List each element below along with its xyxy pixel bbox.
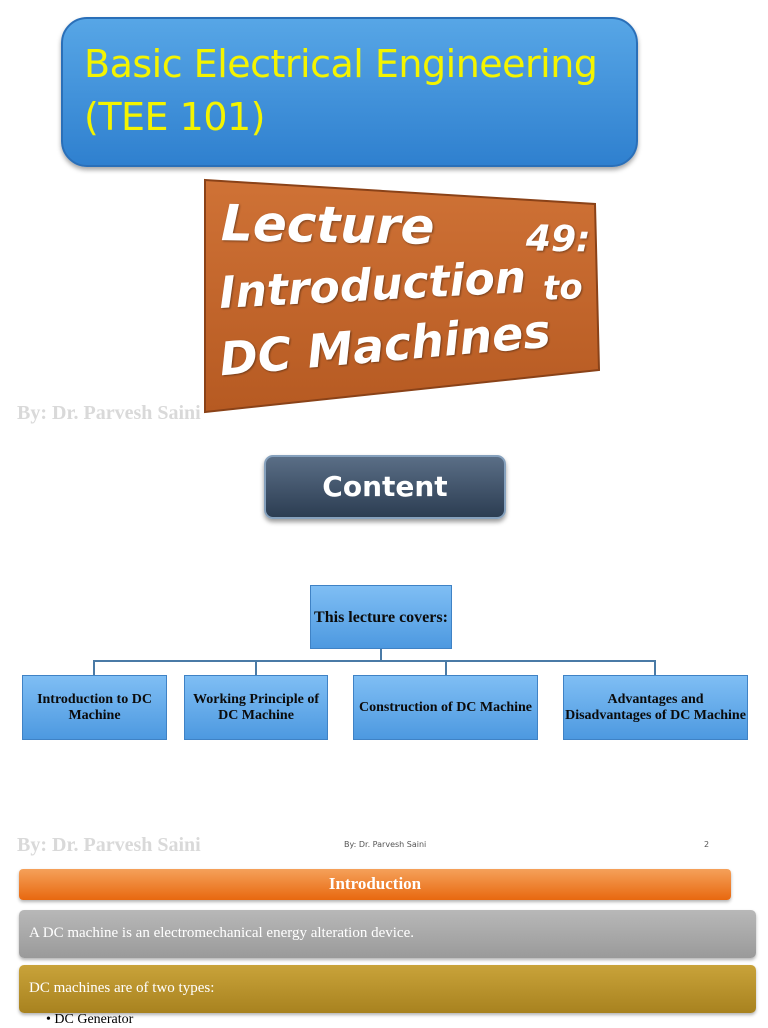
org-node-3-label: Construction of DC Machine (358, 699, 533, 715)
definition-box: A DC machine is an electromechanical ene… (19, 910, 756, 958)
content-button[interactable]: Content (264, 455, 506, 519)
title-line-1: Basic Electrical Engineering (84, 42, 598, 86)
org-node-2: Working Principle of DC Machine (184, 675, 328, 740)
lecture-title-to: to (541, 266, 584, 310)
org-root-label: This lecture covers: (314, 608, 448, 626)
bullet-dc-generator: • DC Generator (46, 1012, 134, 1027)
connector-1 (93, 660, 95, 675)
org-node-1: Introduction to DC Machine (22, 675, 167, 740)
lecture-number: 49: (525, 218, 591, 261)
title-line-2: (TEE 101) (84, 95, 266, 139)
bullet-dc-generator-label: DC Generator (54, 1012, 134, 1027)
connector-3 (445, 660, 447, 675)
org-node-1-label: Introduction to DC Machine (37, 691, 152, 723)
connector-4 (654, 660, 656, 675)
connector-root (380, 648, 382, 661)
types-box: DC machines are of two types: (19, 965, 756, 1013)
lecture-banner (204, 178, 601, 414)
connector-2 (255, 660, 257, 675)
org-node-4-label: Advantages and Disadvantages of DC Machi… (565, 691, 746, 723)
page-number: 2 (704, 840, 710, 849)
title-banner (61, 17, 638, 167)
org-node-4: Advantages and Disadvantages of DC Machi… (563, 675, 748, 740)
byline-footer: By: Dr. Parvesh Saini (17, 834, 201, 856)
org-node-3: Construction of DC Machine (353, 675, 538, 740)
introduction-heading: Introduction (19, 869, 731, 900)
connector-horizontal (93, 660, 656, 662)
org-node-2-label: Working Principle of DC Machine (193, 691, 319, 723)
byline-top: By: Dr. Parvesh Saini (17, 402, 201, 424)
footer-author: By: Dr. Parvesh Saini (344, 840, 427, 849)
org-root-node: This lecture covers: (310, 585, 452, 649)
lecture-word: Lecture (220, 194, 435, 256)
